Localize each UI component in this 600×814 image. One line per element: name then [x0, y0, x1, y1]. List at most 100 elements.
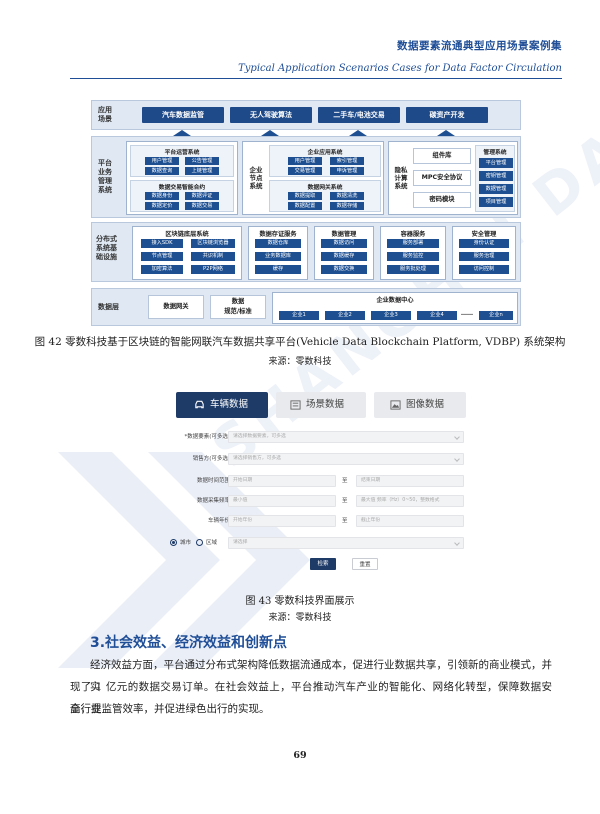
up-arrow: [437, 130, 455, 136]
tab-vehicle-data[interactable]: 车辆数据: [176, 392, 268, 418]
panel-blockchain: 区块链底层系统 接入SDK 区块链浏览器 节点管理 共识机制 加密算法 P2P网…: [132, 226, 242, 280]
sub-management: 管理系统 平台管理 密钥管理 数据管理 项目管理: [475, 145, 515, 212]
architecture-diagram: 应用 场景 汽车数据监管 无人驾驶算法 二手车/电池交易 碳资产开发 平台 业务…: [91, 100, 521, 326]
tab-scene-data[interactable]: 场景数据: [276, 392, 366, 418]
tab-image-data[interactable]: 图像数据: [374, 392, 466, 418]
placeholder: 结束日期: [361, 478, 381, 483]
range-separator: 至: [342, 498, 348, 504]
gateway-title: 数据网关系统: [307, 185, 343, 191]
placeholder: 最小值: [233, 498, 248, 503]
chevron-down-icon: [454, 540, 460, 546]
enterprise-app-item: 申诉管理: [330, 167, 364, 175]
form-row-vehicle-year: 车辆年份 开始年份 至 截止年份: [166, 514, 474, 528]
field-label: 数据时间范围: [196, 478, 230, 484]
data-mgmt-item: 数据访问: [321, 239, 367, 248]
cert-title: 数据存证服务: [259, 231, 297, 238]
up-arrow: [261, 130, 279, 136]
data-standard-box: 数据 规范/标准: [210, 295, 266, 319]
figure-43-source: 来源：零数科技: [268, 613, 332, 623]
container-title: 容器服务: [400, 231, 426, 238]
app-item: 二手车/电池交易: [318, 107, 400, 123]
panel-container: 容器服务 服务部署 服务监控 服务批处理: [380, 226, 446, 280]
platform-ops-item: 公告管理: [185, 157, 219, 165]
blockchain-item: 接入SDK: [141, 239, 183, 248]
chevron-down-icon: [454, 456, 460, 462]
panel-data-mgmt: 数据管理 数据访问 数据缓存 数据交换: [314, 226, 374, 280]
cert-item: 缓存: [255, 265, 301, 274]
sub-trade-contract: 数据交易智能合约 数据身份 数据评证 数据定价 数据交易: [130, 180, 234, 212]
enterprise-item: 企业3: [371, 311, 411, 320]
trade-contract-item: 数据定价: [145, 202, 179, 210]
min-frequency-input[interactable]: 最小值: [228, 495, 336, 507]
container-item: 服务监控: [387, 252, 439, 261]
layer-infrastructure: 分布式 系统基 础设施 区块链底层系统 接入SDK 区块链浏览器 节点管理 共识…: [91, 222, 521, 282]
blockchain-title: 区块链底层系统: [165, 231, 209, 238]
figure-43-caption: 图 43 零数科技界面展示: [245, 596, 355, 607]
placeholder: 请选择: [233, 540, 248, 545]
region-radio[interactable]: [196, 539, 203, 546]
privacy-item: 组件库: [413, 148, 471, 164]
management-item: 数据管理: [479, 184, 513, 194]
city-radio[interactable]: [170, 539, 177, 546]
header-rule: [70, 78, 562, 79]
management-item: 密钥管理: [479, 171, 513, 181]
privacy-item: MPC安全协议: [413, 170, 471, 186]
start-date-input[interactable]: 开始日期: [228, 475, 336, 487]
paragraph-line: 现了 1 亿元的数据交易订单。在社会效益上，平台推动汽车产业的智能化、网络化转型…: [70, 681, 552, 715]
blockchain-item: P2P网络: [191, 265, 235, 274]
gateway-item: 数据存储: [330, 202, 364, 210]
start-year-input[interactable]: 开始年份: [228, 515, 336, 527]
panel-security: 安全管理 身份认证 服务治理 访问控制: [452, 226, 516, 280]
panel-data-center: 企业数据中心 企业1 企业2 企业3 企业4 …… 企业n: [272, 292, 518, 324]
gateway-item: 数据清洗: [330, 192, 364, 200]
layer-management: 平台 业务 管理 系统 平台运营系统 用户管理 公告管理 数据查询 上链管理 数…: [91, 136, 521, 218]
enterprise-app-item: 交易管理: [288, 167, 322, 175]
form-row-time-range: 数据时间范围 开始日期 至 结束日期: [166, 474, 474, 488]
platform-ops-item: 上链管理: [185, 167, 219, 175]
enterprise-ellipsis: ……: [461, 310, 473, 317]
enterprise-item: 企业1: [279, 311, 319, 320]
seller-select[interactable]: 请选择销售方，可多选: [228, 453, 464, 465]
data-elements-select[interactable]: 请选择数据要素，可多选: [228, 431, 464, 443]
figure-42-caption: 图 42 零数科技基于区块链的智能网联汽车数据共享平台(Vehicle Data…: [34, 336, 566, 348]
panel-platform: 平台运营系统 用户管理 公告管理 数据查询 上链管理 数据交易智能合约 数据身份…: [126, 141, 238, 215]
security-title: 安全管理: [471, 231, 497, 238]
platform-ops-title: 平台运营系统: [164, 150, 200, 156]
max-frequency-input[interactable]: 最大值 频率（Hz）0~50，整数格式: [356, 495, 464, 507]
gateway-item: 数据配置: [288, 202, 322, 210]
gateway-item: 数据提取: [288, 192, 322, 200]
privacy-label: 隐私 计算 系统: [394, 166, 408, 190]
form-row-seller: 销售方(可多选) 请选择销售方，可多选: [166, 452, 474, 466]
layer-application: 应用 场景 汽车数据监管 无人驾驶算法 二手车/电池交易 碳资产开发: [91, 100, 521, 130]
end-date-input[interactable]: 结束日期: [356, 475, 464, 487]
app-item: 无人驾驶算法: [230, 107, 312, 123]
sub-gateway: 数据网关系统 数据提取 数据清洗 数据配置 数据存储: [269, 180, 381, 212]
cert-item: 业务数据库: [255, 252, 301, 261]
up-arrow: [173, 130, 191, 136]
paragraph-line: 高行业监管效率，并促进绿色出行的实现。: [70, 703, 270, 715]
paragraph-line: 经济效益方面，平台通过分布式架构降低数据流通成本，促进行业数据共享，引领新的商业…: [90, 659, 552, 693]
header-title-cn: 数据要素流通典型应用场景案例集: [397, 40, 562, 52]
reset-button[interactable]: 重置: [352, 558, 378, 570]
data-mgmt-title: 数据管理: [331, 231, 357, 238]
field-label: 数据采集频率: [196, 498, 230, 504]
trade-contract-item: 数据交易: [185, 202, 219, 210]
section-title: 3.社会效益、经济效益和创新点: [90, 635, 288, 651]
end-year-input[interactable]: 截止年份: [356, 515, 464, 527]
search-button[interactable]: 检索: [310, 558, 336, 570]
trade-contract-title: 数据交易智能合约: [158, 185, 206, 191]
enterprise-node-label: 企业 节点 系统: [249, 166, 263, 190]
region-select[interactable]: 请选择: [228, 537, 464, 549]
data-mgmt-item: 数据交换: [321, 265, 367, 274]
document-icon: [290, 400, 301, 410]
enterprise-app-item: 索引管理: [330, 157, 364, 165]
placeholder: 请选择销售方，可多选: [233, 456, 281, 461]
enterprise-item: 企业4: [417, 311, 457, 320]
security-item: 身份认证: [459, 239, 509, 248]
enterprise-app-item: 用户管理: [288, 157, 322, 165]
security-item: 服务治理: [459, 252, 509, 261]
container-item: 服务批处理: [387, 265, 439, 274]
security-item: 访问控制: [459, 265, 509, 274]
trade-contract-item: 数据评证: [185, 192, 219, 200]
container-item: 服务部署: [387, 239, 439, 248]
